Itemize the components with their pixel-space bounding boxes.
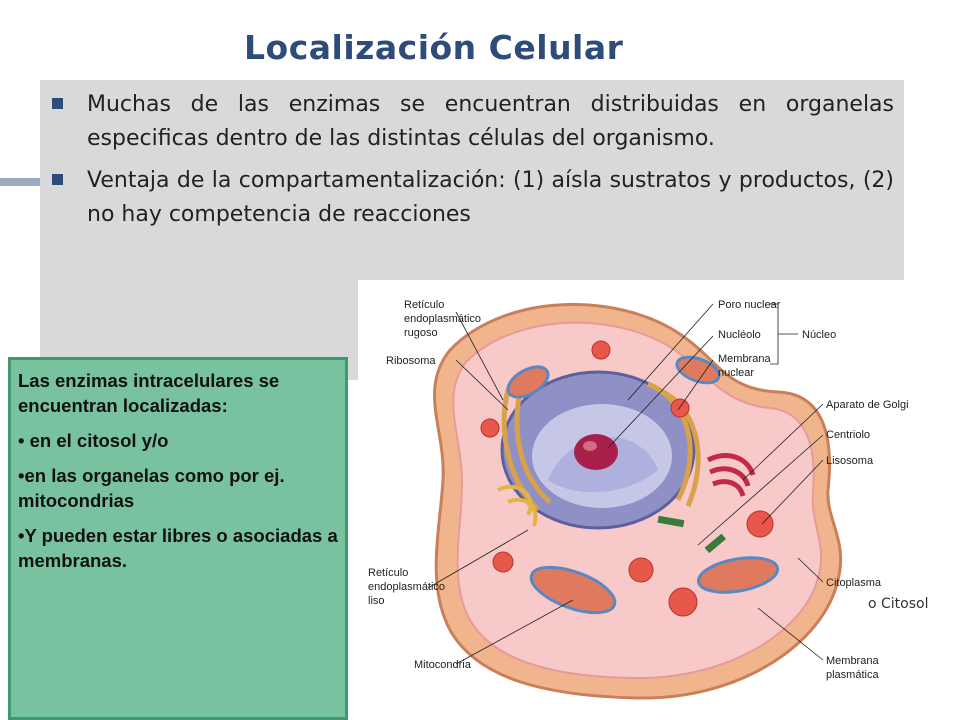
label-aparato-golgi: Aparato de Golgi: [826, 399, 909, 411]
animal-cell-diagram: Retículo endoplasmático rugoso Ribosoma …: [358, 280, 942, 714]
smooth-er: [497, 484, 538, 527]
left-accent-bar: [0, 178, 40, 186]
info-box-item: • en el citosol y/o: [18, 430, 169, 451]
mitochondria: [506, 355, 779, 615]
label-reticulo-liso-3: liso: [368, 595, 385, 607]
info-box: [8, 357, 348, 720]
label-lisosoma: Lisosoma: [826, 455, 874, 467]
nucleolus: [574, 434, 618, 470]
slide-title: Localización Celular: [244, 28, 624, 67]
label-poro-nuclear: Poro nuclear: [718, 299, 781, 311]
label-citoplasma: Citoplasma: [826, 577, 882, 589]
label-membrana-nuclear: Membrana: [718, 353, 771, 365]
bullet-text: Muchas de las enzimas se encuentran dist…: [87, 92, 894, 151]
citosol-annotation: o Citosol: [868, 596, 929, 612]
leader-lines: [427, 303, 824, 665]
bullet-square-icon: [52, 174, 63, 185]
label-reticulo-liso: Retículo: [368, 567, 408, 579]
info-box-item: •en las organelas como por ej. mitocondr…: [18, 465, 285, 511]
label-reticulo-liso-2: endoplasmático: [368, 581, 445, 593]
label-reticulo-rugoso: Retículo: [404, 299, 444, 311]
label-reticulo-rugoso-3: rugoso: [404, 327, 438, 339]
label-centriolo: Centriolo: [826, 429, 870, 441]
bullet-item: Muchas de las enzimas se encuentran dist…: [52, 88, 894, 156]
label-mitocondria: Mitocondria: [414, 659, 472, 671]
golgi-apparatus: [706, 453, 756, 497]
label-ribosoma: Ribosoma: [386, 355, 436, 367]
centriole: [657, 515, 726, 554]
label-membrana-plasmatica: Membrana: [826, 655, 879, 667]
bullet-list: Muchas de las enzimas se encuentran dist…: [52, 88, 894, 240]
info-box-text: Las enzimas intracelulares se encuentran…: [18, 368, 338, 583]
info-box-heading: Las enzimas intracelulares se encuentran…: [18, 370, 280, 416]
label-reticulo-rugoso-2: endoplasmático: [404, 313, 481, 325]
label-membrana-plasmatica-2: plasmática: [826, 669, 879, 681]
lysosomes: [480, 340, 774, 617]
bullet-square-icon: [52, 98, 63, 109]
bullet-item: Ventaja de la compartamentalización: (1)…: [52, 164, 894, 232]
label-nucleolo: Nucléolo: [718, 329, 761, 341]
label-membrana-nuclear-2: nuclear: [718, 367, 754, 379]
bullet-text: Ventaja de la compartamentalización: (1)…: [87, 168, 894, 227]
info-box-item: •Y pueden estar libres o asociadas a mem…: [18, 525, 338, 571]
label-nucleo: Núcleo: [802, 329, 836, 341]
